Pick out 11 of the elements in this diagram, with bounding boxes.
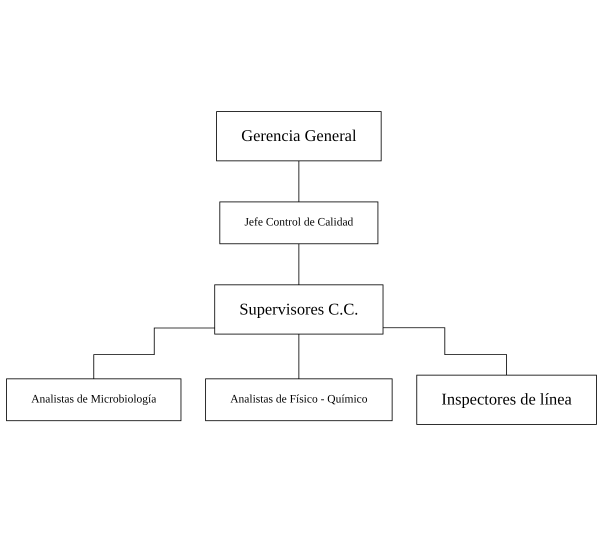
- connector: [93, 328, 216, 380]
- node-box: Analistas de Microbiología: [6, 378, 182, 422]
- node-box: Inspectores de línea: [416, 374, 597, 425]
- connector: [382, 327, 508, 376]
- node-box: Jefe Control de Calidad: [219, 202, 378, 244]
- node-box: Supervisores C.C.: [214, 284, 384, 334]
- connector: [298, 334, 300, 380]
- node-box: Gerencia General: [216, 111, 382, 162]
- node-box: Analistas de Físico - Químico: [205, 378, 393, 422]
- connector: [298, 160, 300, 202]
- connector: [298, 243, 300, 286]
